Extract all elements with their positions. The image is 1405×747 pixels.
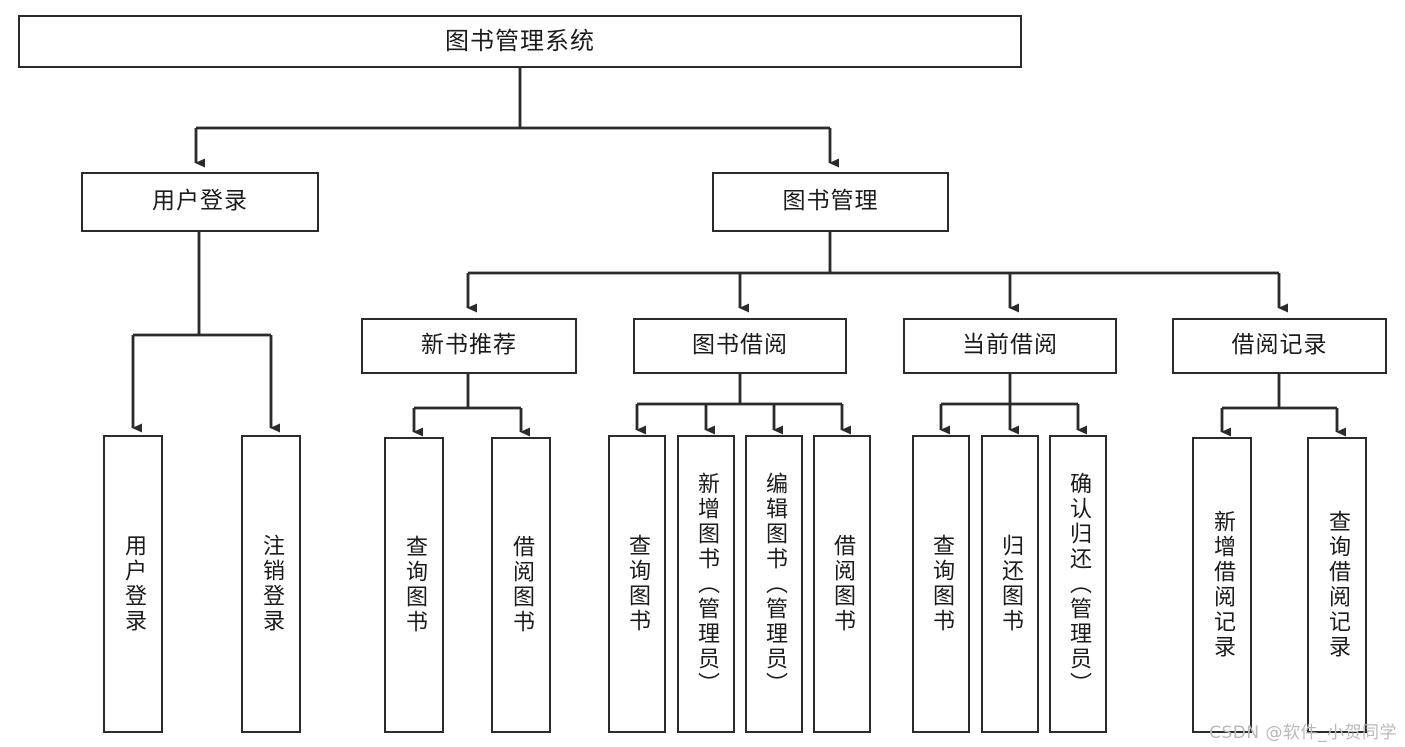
leaf-user-login-signin[interactable]: 用户登录 — [103, 435, 163, 733]
node-label: 查询图书 — [625, 534, 650, 634]
leaf-borrow-add-book-admin[interactable]: 新增图书（管理员） — [677, 435, 735, 733]
leaf-record-add-record[interactable]: 新增借阅记录 — [1192, 437, 1252, 733]
node-label: 归还图书 — [998, 534, 1023, 634]
node-label: 借阅记录 — [1231, 332, 1328, 359]
leaf-current-return-book[interactable]: 归还图书 — [981, 435, 1039, 733]
csdn-watermark: CSDN @软件_小贺同学 — [1209, 723, 1397, 743]
node-book-management[interactable]: 图书管理 — [712, 172, 949, 232]
node-label: 图书管理系统 — [445, 27, 595, 56]
node-label: 借阅图书 — [509, 535, 534, 635]
node-label: 图书管理 — [782, 188, 879, 215]
leaf-borrow-borrow-book[interactable]: 借阅图书 — [813, 435, 871, 733]
leaf-borrow-edit-book-admin[interactable]: 编辑图书（管理员） — [745, 435, 803, 733]
node-label: 查询图书 — [929, 534, 954, 634]
node-label: 用户登录 — [152, 188, 248, 215]
node-label: 新增借阅记录 — [1210, 510, 1235, 660]
node-label: 确认归还（管理员） — [1066, 471, 1091, 697]
leaf-record-query-record[interactable]: 查询借阅记录 — [1307, 437, 1367, 733]
node-label: 借阅图书 — [830, 534, 855, 634]
node-label: 查询图书 — [402, 535, 427, 635]
node-root-book-management-system[interactable]: 图书管理系统 — [18, 15, 1022, 68]
node-borrow-record[interactable]: 借阅记录 — [1172, 318, 1387, 374]
node-label: 注销登录 — [259, 534, 284, 634]
node-label: 新书推荐 — [421, 332, 517, 359]
node-user-login[interactable]: 用户登录 — [81, 172, 319, 232]
leaf-user-login-signout[interactable]: 注销登录 — [241, 435, 301, 733]
leaf-borrow-query-book[interactable]: 查询图书 — [608, 435, 666, 733]
node-label: 新增图书（管理员） — [694, 471, 719, 697]
node-current-borrow[interactable]: 当前借阅 — [903, 318, 1117, 374]
leaf-current-query-book[interactable]: 查询图书 — [912, 435, 970, 733]
node-book-borrow[interactable]: 图书借阅 — [633, 318, 847, 374]
leaf-newbook-query-book[interactable]: 查询图书 — [384, 437, 444, 733]
node-label: 用户登录 — [121, 534, 146, 634]
leaf-newbook-borrow-book[interactable]: 借阅图书 — [491, 437, 551, 733]
node-label: 编辑图书（管理员） — [762, 471, 787, 697]
node-label: 当前借阅 — [962, 332, 1058, 359]
node-label: 图书借阅 — [692, 332, 788, 359]
node-new-book-recommend[interactable]: 新书推荐 — [361, 318, 577, 374]
node-label: 查询借阅记录 — [1325, 510, 1350, 660]
leaf-current-confirm-return-admin[interactable]: 确认归还（管理员） — [1049, 435, 1107, 733]
